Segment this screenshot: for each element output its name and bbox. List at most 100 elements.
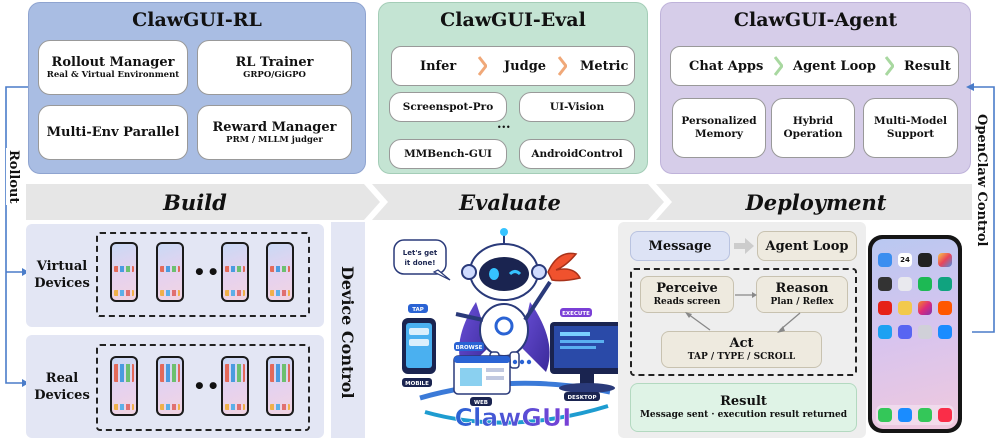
twitter-icon [878, 325, 892, 339]
tag-tap: TAP [412, 307, 424, 313]
deploy-result-box: Result Message sent · execution result r… [630, 383, 857, 432]
clawgui-logo: ClawGUI [454, 403, 571, 432]
chevron-right-icon [558, 56, 567, 76]
real-device-phone [110, 356, 138, 416]
music-icon [938, 408, 952, 422]
reward-manager-title: Reward Manager [212, 119, 337, 135]
rl-trainer-title: RL Trainer [235, 54, 314, 70]
benchmark-screenspot-pro: Screenspot-Pro [389, 92, 507, 122]
reason-box: Reason Plan / Reflex [756, 276, 848, 313]
reason-sub: Plan / Reflex [770, 297, 834, 307]
tag-desktop: DESKTOP [567, 395, 596, 401]
benchmark-ui-vision: UI-Vision [519, 92, 635, 122]
stage-evaluate: Evaluate [459, 189, 561, 215]
perceive-box: Perceive Reads screen [640, 276, 734, 313]
stage-deployment: Deployment [745, 189, 887, 215]
real-devices-label: Real Devices [28, 370, 96, 404]
act-title: Act [729, 336, 754, 351]
clawgui-robot-illustration: Let's get it done! TAP BROWSE EXECUTE MO… [393, 228, 624, 432]
chevron-right-icon [774, 56, 783, 76]
virtual-devices-label: Virtual Devices [28, 258, 96, 292]
virtual-device-phone [221, 242, 249, 302]
real-device-phone [266, 356, 294, 416]
perceive-title: Perceive [656, 281, 718, 296]
reddit-icon [938, 301, 952, 315]
rl-trainer-box: RL Trainer GRPO/GiGPO [197, 40, 352, 95]
deploy-agent-loop-label: Agent Loop [765, 238, 849, 254]
real-devices-group [96, 344, 310, 431]
tag-execute: EXECUTE [562, 311, 590, 317]
openclaw-control-label: OpenClaw Control [974, 112, 989, 249]
deploy-message-box: Message [630, 231, 730, 261]
agent-flow-chat-apps: Chat Apps [689, 58, 764, 74]
eval-flow-judge: Judge [504, 58, 547, 74]
feature-line: Hybrid [792, 115, 834, 127]
eval-panel-title: ClawGUI-Eval [440, 9, 586, 31]
speech-bubble-text: Let's get [403, 249, 438, 257]
rl-trainer-sub: GRPO/GiGPO [243, 69, 306, 80]
deploy-result-title: Result [720, 394, 767, 409]
arrow-right-icon [734, 238, 754, 254]
reason-title: Reason [775, 281, 829, 296]
virtual-device-phone [266, 242, 294, 302]
eval-flow-metric: Metric [580, 58, 629, 74]
reward-manager-box: Reward Manager PRM / MLLM judger [197, 105, 352, 160]
device-control-label: Device Control [338, 266, 357, 399]
messages-icon [918, 408, 932, 422]
chatgpt-icon [938, 277, 952, 291]
eval-flow-infer: Infer [420, 58, 457, 74]
chevron-right-icon [885, 56, 894, 76]
smartphone-mockup: 24 [868, 235, 962, 433]
app-icon [918, 325, 932, 339]
stage-band-background [26, 184, 972, 220]
chevron-right-icon [478, 56, 487, 76]
feature-line: Operation [783, 128, 843, 140]
clawgui-agent-panel: ClawGUI-Agent Chat Apps Agent Loop Resul… [660, 2, 971, 174]
dock [876, 405, 954, 425]
benchmark-mmbench-gui: MMBench-GUI [389, 139, 507, 169]
settings-icon [898, 277, 912, 291]
real-devices-line1: Real [45, 371, 79, 386]
speech-bubble-text: it done! [405, 259, 436, 267]
youtube-icon [878, 301, 892, 315]
clawgui-eval-panel: ClawGUI-Eval Infer Judge Metric Screensp… [378, 2, 648, 174]
feature-line: Support [886, 128, 935, 140]
agent-flow: Chat Apps Agent Loop Result [670, 46, 959, 86]
feature-hybrid-operation: Hybrid Operation [771, 98, 855, 158]
feature-multi-model-support: Multi-Model Support [863, 98, 958, 158]
rollout-manager-sub: Real & Virtual Environment [46, 69, 180, 80]
reward-manager-sub: PRM / MLLM judger [226, 134, 323, 145]
deploy-agent-loop-box: Agent Loop [757, 231, 857, 261]
virtual-device-phone [110, 242, 138, 302]
rollout-label: Rollout [6, 148, 21, 206]
benchmark-androidcontrol: AndroidControl [519, 139, 635, 169]
real-devices-line2: Devices [34, 388, 90, 403]
rollout-arrow [5, 86, 29, 387]
perceive-reason-act-loop [630, 268, 857, 376]
instagram-icon [918, 301, 932, 315]
feature-line: Multi-Model [873, 115, 948, 127]
device-control-strip [331, 222, 365, 438]
stage-build: Build [163, 189, 227, 215]
multi-env-box: Multi-Env Parallel [38, 105, 188, 160]
agent-flow-agent-loop: Agent Loop [793, 58, 877, 74]
clock-icon [918, 253, 932, 267]
virtual-devices-line1: Virtual [36, 259, 88, 274]
feature-line: Personalized [681, 115, 757, 127]
perceive-sub: Reads screen [653, 297, 721, 307]
multi-env-title: Multi-Env Parallel [46, 125, 180, 140]
rl-panel-title: ClawGUI-RL [132, 9, 262, 31]
act-box: Act TAP / TYPE / SCROLL [661, 331, 822, 368]
loop-arrows [685, 292, 801, 333]
openclaw-control-arrow [966, 83, 995, 333]
discord-icon [898, 325, 912, 339]
app-store-icon [938, 325, 952, 339]
tag-web: WEB [474, 400, 488, 406]
agent-flow-result: Result [904, 58, 951, 74]
deploy-result-sub: Message sent · execution result returned [639, 410, 848, 420]
rollout-manager-box: Rollout Manager Real & Virtual Environme… [38, 40, 188, 95]
feature-personalized-memory: Personalized Memory [672, 98, 766, 158]
app-icon [878, 253, 892, 267]
eval-flow: Infer Judge Metric [391, 46, 635, 86]
tag-mobile: MOBILE [405, 381, 429, 387]
